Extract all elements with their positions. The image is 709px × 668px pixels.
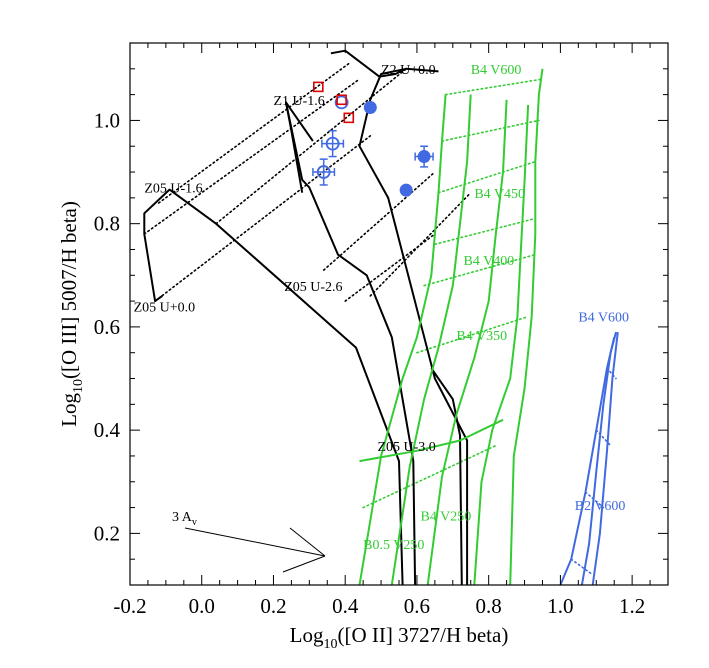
dotted-line-9 — [423, 253, 537, 287]
open-point-1 — [316, 165, 331, 179]
x-axis-label: Log10([O II] 3727/H beta) — [290, 623, 509, 652]
annotation-9: B4 V350 — [456, 329, 507, 344]
y-tick-label-2: 0.6 — [94, 315, 120, 339]
dotted-line-8 — [416, 315, 529, 354]
annotation-6: B4 V600 — [471, 63, 522, 78]
dotted-line-2 — [157, 62, 350, 204]
dotted-line-14 — [570, 558, 594, 576]
x-tick-label-4: 0.6 — [404, 594, 430, 618]
annotation-10: B4 V250 — [421, 509, 472, 524]
y-tick-label-0: 0.2 — [94, 521, 120, 545]
reddening-vector: 3 Av — [172, 510, 326, 573]
reddening-arrow — [184, 527, 326, 573]
series-line-Z1-U-1.6 — [285, 102, 304, 193]
annotation-13: B2 V600 — [575, 499, 626, 514]
x-tick-label-1: 0.0 — [189, 594, 215, 618]
annotation-7: B4 V450 — [474, 187, 525, 202]
dotted-line-1 — [143, 78, 361, 235]
y-tick-label-3: 0.8 — [94, 212, 120, 236]
dotted-line-6 — [344, 233, 436, 302]
x-axis-ticks: -0.2 0.0 0.2 0.4 0.6 0.8 1.0 1.2 — [113, 43, 651, 618]
y-axis-label: Log10([O III] 5007/H beta) — [57, 201, 86, 427]
series-line-Z2-U0 — [406, 67, 439, 73]
x-tick-label-5: 0.8 — [476, 594, 502, 618]
x-tick-label-7: 1.2 — [619, 594, 645, 618]
filled-point-0 — [363, 101, 377, 115]
x-tick-label-0: -0.2 — [113, 594, 146, 618]
dotted-line-15 — [584, 491, 605, 509]
series-line-B4-a — [358, 94, 447, 585]
reddening-label: 3 Av — [172, 510, 197, 528]
dotted-line-12 — [441, 119, 540, 142]
square-point-2 — [343, 112, 355, 124]
y-tick-label-4: 1.0 — [94, 108, 120, 132]
series-line-B4-d — [473, 104, 530, 585]
annotation-5: Z05 U-3.0 — [377, 440, 435, 455]
dotted-line-0 — [154, 135, 372, 302]
filled-point-2 — [399, 183, 413, 197]
dotted-line-11 — [437, 160, 537, 194]
series-line-B4-c — [426, 99, 508, 585]
plot-marks — [143, 49, 619, 585]
dotted-line-4 — [322, 171, 436, 271]
filled-point-1 — [417, 150, 431, 164]
open-point-0 — [325, 136, 340, 151]
dotted-line-13 — [444, 78, 544, 96]
series-line-Z05 — [143, 188, 404, 585]
series-line-B2-b — [580, 331, 617, 585]
series-line-Z2 — [330, 49, 469, 585]
dotted-line-3 — [215, 68, 407, 225]
x-tick-label-6: 1.0 — [547, 594, 573, 618]
square-point-0 — [312, 81, 324, 93]
annotation-11: B0.5 V250 — [363, 538, 424, 553]
series-line-B2-c — [591, 331, 619, 585]
y-axis-ticks: 0.2 0.4 0.6 0.8 1.0 — [94, 68, 668, 560]
series-line-B4-b — [390, 94, 472, 585]
annotation-1: Z1 U-1.6 — [273, 94, 324, 109]
square-point-1 — [336, 94, 347, 106]
dotted-line-10 — [434, 217, 537, 246]
dotted-line-7 — [362, 444, 497, 509]
annotation-4: Z05 U-2.6 — [284, 280, 342, 295]
annotation-8: B4 V400 — [464, 254, 515, 269]
x-tick-label-3: 0.4 — [332, 594, 359, 618]
annotation-12: B4 V600 — [578, 311, 629, 326]
annotation-0: Z2 U+0.0 — [381, 63, 436, 78]
annotation-3: Z05 U+0.0 — [134, 300, 196, 315]
open-point-2 — [334, 95, 349, 110]
annotation-2: Z05 U-1.6 — [144, 182, 202, 197]
x-tick-label-2: 0.2 — [260, 594, 286, 618]
y-tick-label-1: 0.4 — [94, 418, 121, 442]
series-line-B4-e — [509, 68, 544, 585]
series-line-B4-base — [359, 418, 504, 463]
